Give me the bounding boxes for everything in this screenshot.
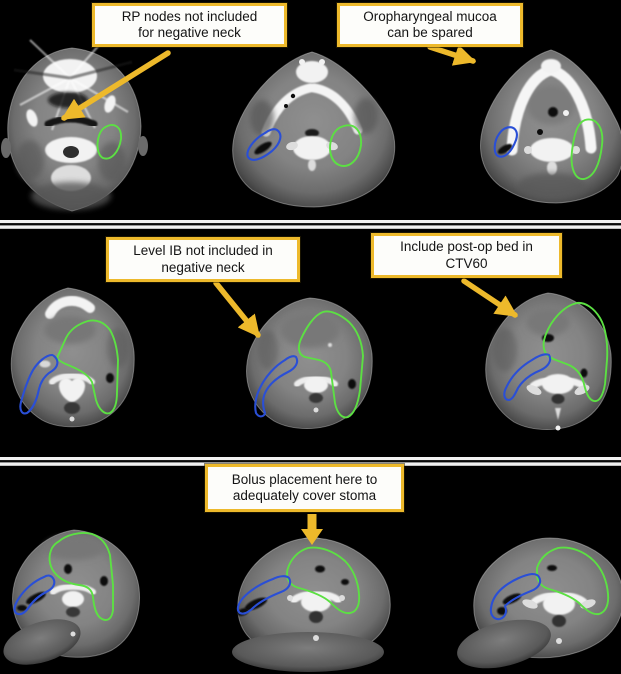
node-contour-blue <box>493 126 518 158</box>
shoulder-roll <box>3 619 81 665</box>
ctv-contour-green <box>542 301 609 402</box>
ctv-contour-green <box>56 319 119 415</box>
callout-oropharyngeal: Oropharyngeal mucoa can be spared <box>337 3 523 47</box>
vertebral-body <box>62 591 84 607</box>
arrow-bolus <box>301 514 323 545</box>
callout-postop-bed-line2: CTV60 <box>445 255 488 271</box>
vertebral-body <box>542 374 574 394</box>
level-contour-blue <box>254 355 299 418</box>
vertebral-body <box>543 593 575 615</box>
ct-slice-row2-middle <box>246 297 373 429</box>
callout-bolus-line1: Bolus placement here to <box>231 471 378 487</box>
row-separator-1 <box>0 220 621 229</box>
annotation-arrows <box>61 44 518 545</box>
level-contour-blue <box>503 353 552 402</box>
mandible-chin <box>45 295 95 319</box>
arrow-postop-bed <box>461 278 518 318</box>
arrow-oropharyngeal <box>427 44 477 66</box>
ct-slice-row3-right <box>457 537 621 669</box>
level-contour-blue <box>236 575 292 615</box>
c2-vertebra <box>293 136 331 160</box>
ctv-contour-green <box>329 124 362 167</box>
callout-postop-bed-line1: Include post-op bed in <box>400 239 533 255</box>
ctv-contour-green <box>48 532 114 621</box>
callout-bolus: Bolus placement here to adequately cover… <box>205 464 404 512</box>
callout-rp-nodes: RP nodes not included for negative neck <box>92 3 287 47</box>
shoulder-roll <box>232 632 384 672</box>
callout-postop-bed: Include post-op bed in CTV60 <box>371 233 562 278</box>
callout-oropharyngeal-line2: can be spared <box>387 25 473 40</box>
callout-oropharyngeal-line1: Oropharyngeal mucoa <box>363 8 497 24</box>
ct-slice-row3-middle <box>232 537 391 672</box>
ctv-contour-green <box>286 546 361 615</box>
c2-vertebra <box>530 138 574 162</box>
shoulder-roll <box>457 619 551 669</box>
ct-slice-row1-middle <box>232 51 396 208</box>
level-contour-blue <box>489 572 542 621</box>
ct-slice-row1-right <box>480 49 621 204</box>
ctv-contour-green <box>297 310 364 419</box>
vertebral-body <box>304 377 328 393</box>
ctv-contour-green <box>570 118 604 180</box>
ctv-contour-green <box>96 124 122 160</box>
vertebral-body <box>301 592 331 612</box>
arrow-rp-nodes <box>61 50 171 121</box>
level-contour-blue <box>13 574 56 616</box>
ctv-contour-green <box>536 546 610 616</box>
callout-bolus-line2: adequately cover stoma <box>232 488 377 503</box>
node-contour-blue <box>246 128 282 161</box>
callout-level-ib: Level IB not included in negative neck <box>106 237 300 282</box>
ct-slice-row3-left <box>3 529 141 665</box>
ct-slice-row2-right <box>485 292 612 431</box>
arrow-level-ib <box>213 280 261 338</box>
callout-level-ib-line1: Level IB not included in <box>133 243 273 259</box>
callout-rp-nodes-line2: for negative neck <box>138 25 241 40</box>
callout-rp-nodes-line1: RP nodes not included <box>121 8 258 24</box>
ct-slice-row2-left <box>10 287 135 428</box>
vertebral-body <box>58 378 86 403</box>
level-contour-blue <box>19 353 59 415</box>
callout-level-ib-line2: negative neck <box>161 259 245 275</box>
